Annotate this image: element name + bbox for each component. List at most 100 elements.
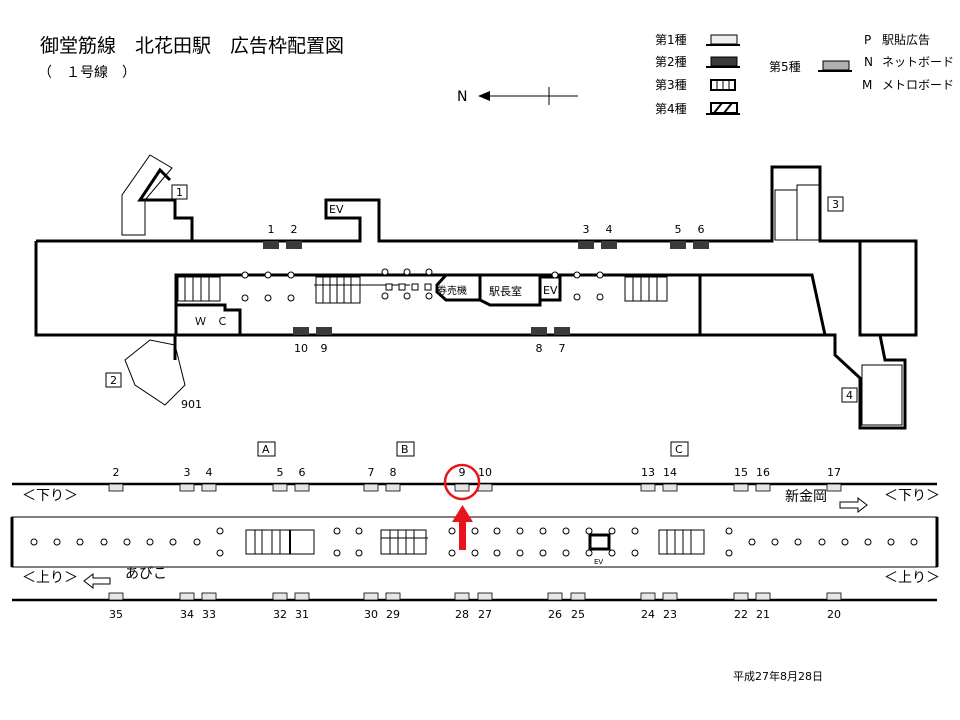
ad-board-type1[interactable]: [108, 483, 124, 492]
ad-board-number: 3: [184, 466, 191, 479]
pillar: [585, 527, 593, 535]
arrow-left-icon: [83, 572, 111, 590]
ad-board-number: 2: [291, 223, 298, 236]
ad-board-type2[interactable]: [293, 327, 309, 335]
section-a-marker: A: [257, 441, 276, 457]
ad-board-type1[interactable]: [272, 483, 288, 492]
ev-label: EV: [329, 203, 344, 216]
legend-type5-label: 第5種: [769, 60, 801, 74]
pillar: [425, 292, 433, 300]
ad-board-type1[interactable]: [477, 483, 493, 492]
ad-board-number: 8: [390, 466, 397, 479]
ad-board-number: 4: [206, 466, 213, 479]
ad-board-type2[interactable]: [286, 241, 302, 249]
highlight-arrow-icon: [452, 505, 473, 550]
ad-board-type1[interactable]: [385, 592, 401, 601]
ad-board-type1[interactable]: [363, 483, 379, 492]
north-label: N: [457, 89, 467, 105]
ad-board-type1[interactable]: [547, 592, 563, 601]
gate: [424, 283, 432, 291]
ad-board-number: 6: [698, 223, 705, 236]
ad-board-number: 8: [536, 342, 543, 355]
type3-board-icon: [710, 79, 736, 91]
ad-board-type1[interactable]: [640, 483, 656, 492]
exit-1-marker: 1: [171, 184, 188, 200]
svg-text:1: 1: [176, 186, 183, 199]
legend: 第1種 第2種 第3種 第4種 第5種 P 駅貼広告 N ネットボード M メト…: [655, 32, 954, 116]
ad-board-type2[interactable]: [578, 241, 594, 249]
pillar: [53, 538, 61, 546]
exit-1-stairs-icon: [121, 154, 173, 236]
ad-board-type2[interactable]: [554, 327, 570, 335]
ad-board-number: 35: [109, 608, 123, 621]
ad-board-type2[interactable]: [263, 241, 279, 249]
ad-board-type2[interactable]: [601, 241, 617, 249]
pillar: [596, 271, 604, 279]
ad-board-number: 7: [368, 466, 375, 479]
pillar: [562, 527, 570, 535]
legend-code-p-label: 駅貼広告: [882, 32, 930, 47]
ad-board-type2[interactable]: [670, 241, 686, 249]
ad-board-type1[interactable]: [179, 592, 195, 601]
ad-board-type1[interactable]: [826, 592, 842, 601]
pillar: [287, 294, 295, 302]
ad-board-type1[interactable]: [733, 483, 749, 492]
ad-board-number: 7: [559, 342, 566, 355]
ad-board-number: 16: [756, 466, 770, 479]
ad-board-type1[interactable]: [272, 592, 288, 601]
ad-board-type2[interactable]: [693, 241, 709, 249]
ad-board-type1[interactable]: [570, 592, 586, 601]
ad-board-type1[interactable]: [294, 592, 310, 601]
pillar: [169, 538, 177, 546]
exit-4-marker: 4: [841, 387, 858, 403]
pillar: [471, 549, 479, 557]
pillar: [818, 538, 826, 546]
gate: [398, 283, 406, 291]
document-date: 平成27年8月28日: [733, 669, 823, 683]
platform-elevator: [588, 533, 611, 551]
ad-board-type1[interactable]: [201, 483, 217, 492]
ad-board-type1[interactable]: [662, 592, 678, 601]
stairs-icon: [177, 276, 221, 302]
highlight-circle: [443, 463, 481, 501]
ad-board-type1[interactable]: [294, 483, 310, 492]
pillar: [539, 527, 547, 535]
ad-board-type1[interactable]: [454, 592, 470, 601]
pillar: [241, 294, 249, 302]
ad-board-type1[interactable]: [733, 592, 749, 601]
pillar: [241, 271, 249, 279]
ad-board-number: 22: [734, 608, 748, 621]
ev-label: EV: [543, 284, 558, 297]
ad-board-type2[interactable]: [531, 327, 547, 335]
exit-2-marker: 2: [105, 372, 122, 388]
ad-board-type1[interactable]: [755, 483, 771, 492]
type2-board-icon: [706, 56, 740, 68]
ticket-machine-label: 券売機: [437, 284, 467, 297]
type1-board-icon: [706, 34, 740, 46]
ad-board-number: 5: [277, 466, 284, 479]
ad-board-type1[interactable]: [385, 483, 401, 492]
pillar: [264, 294, 272, 302]
ad-board-type1[interactable]: [179, 483, 195, 492]
pillar: [887, 538, 895, 546]
gate: [411, 283, 419, 291]
ad-board-type1[interactable]: [363, 592, 379, 601]
legend-code-p: P: [864, 33, 871, 47]
ad-board-type1[interactable]: [826, 483, 842, 492]
ad-board-type1[interactable]: [755, 592, 771, 601]
ad-board-type1[interactable]: [640, 592, 656, 601]
ad-board-type1[interactable]: [477, 592, 493, 601]
pillar: [562, 549, 570, 557]
ad-board-type1[interactable]: [201, 592, 217, 601]
page-title: 御堂筋線 北花田駅 広告枠配置図: [40, 35, 344, 57]
ad-board-type2[interactable]: [316, 327, 332, 335]
ad-board-type1[interactable]: [662, 483, 678, 492]
ad-board-type1[interactable]: [108, 592, 124, 601]
type4-board-icon: [706, 102, 740, 115]
pillar: [794, 538, 802, 546]
pillar: [573, 271, 581, 279]
ad-board-number: 34: [180, 608, 194, 621]
pillar: [551, 271, 559, 279]
ad-board-type1[interactable]: [454, 483, 470, 492]
line-subtitle: （ １号線 ）: [38, 65, 136, 81]
